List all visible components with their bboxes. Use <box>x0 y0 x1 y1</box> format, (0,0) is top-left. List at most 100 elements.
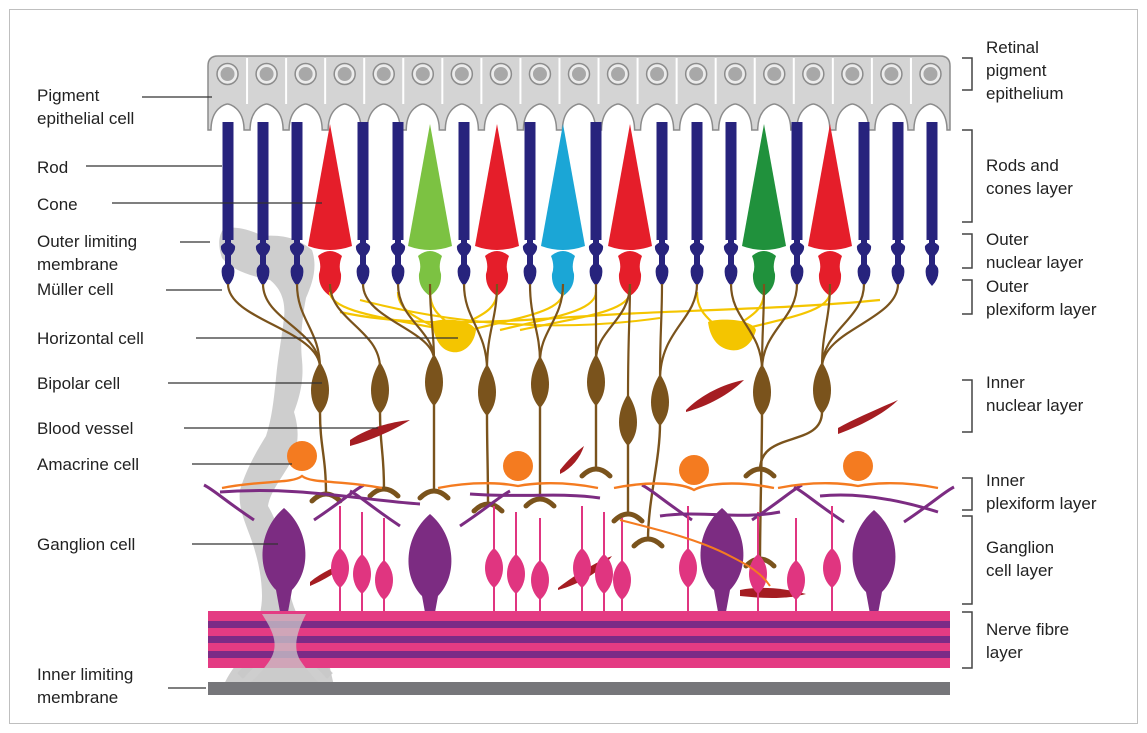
ganglion-small-body <box>353 554 371 594</box>
pigment-cell-nucleus <box>923 67 937 81</box>
label-nerve-fibre-layer: Nerve fibre layer <box>986 618 1069 664</box>
pigment-cell-nucleus <box>533 67 547 81</box>
label-horizontal-cell: Horizontal cell <box>37 327 144 350</box>
rod-outer-segment <box>591 122 602 240</box>
nerve-fibre-band <box>208 658 950 668</box>
bipolar-cell-terminal <box>370 489 398 496</box>
layer-bracket <box>962 380 972 432</box>
rod-outer-segment <box>258 122 269 240</box>
ganglion-cell-body <box>853 510 896 614</box>
amacrine-cell-process <box>438 483 598 488</box>
nerve-fibre-band <box>208 621 950 628</box>
rod-outer-segment <box>292 122 303 240</box>
pigment-cell-nucleus <box>572 67 586 81</box>
rod-stalk <box>395 240 401 280</box>
rod-outer-segment <box>358 122 369 240</box>
label-cone: Cone <box>37 193 78 216</box>
rod-stalk <box>728 240 734 280</box>
ganglion-small-body <box>531 560 549 600</box>
horizontal-cell-body <box>708 320 756 351</box>
ganglion-cells <box>204 485 954 618</box>
bipolar-cell-body <box>619 394 637 446</box>
bipolar-cell-terminal <box>614 514 642 521</box>
pigment-cell-nucleus <box>689 67 703 81</box>
bipolar-cell-terminal <box>582 469 610 476</box>
label-retinal-pigment-epithelium: Retinal pigment epithelium <box>986 36 1064 105</box>
layer-brackets <box>962 58 972 668</box>
amacrine-cell-body <box>503 451 533 481</box>
bipolar-cell-terminal <box>526 499 554 506</box>
bipolar-cell-body <box>311 362 329 414</box>
layer-bracket <box>962 58 972 90</box>
ganglion-small-body <box>595 554 613 594</box>
bipolar-cell-terminal <box>634 539 662 546</box>
rod-stalk <box>294 240 300 280</box>
pigment-cell-nucleus <box>806 67 820 81</box>
ganglion-small-body <box>679 548 697 588</box>
rod-stalk <box>929 240 935 280</box>
inner-limiting-membrane-bar <box>208 682 950 695</box>
rod-stalk <box>225 240 231 280</box>
blood-vessel-segment <box>560 446 584 474</box>
blood-vessel-segment <box>686 380 744 412</box>
bipolar-cell-body <box>813 362 831 414</box>
rod-outer-segment <box>893 122 904 240</box>
horizontal-cell-dendrite <box>740 292 830 330</box>
bipolar-cell-body <box>531 356 549 408</box>
pigment-cell-nucleus <box>377 67 391 81</box>
label-inner-limiting-membrane: Inner limiting membrane <box>37 663 133 709</box>
label-muller-cell: Müller cell <box>37 278 114 301</box>
bipolar-cell-body <box>753 364 771 416</box>
ganglion-small-body <box>331 548 349 588</box>
cone-outer-segment <box>475 124 519 250</box>
ganglion-small-body <box>507 554 525 594</box>
bipolar-cell-axon <box>380 412 384 490</box>
bipolar-cell-dendrite <box>762 284 797 370</box>
bipolar-cell-axon <box>648 424 660 540</box>
amacrine-cell-body <box>287 441 317 471</box>
nerve-fibre-band <box>208 636 950 643</box>
label-outer-nuclear-layer: Outer nuclear layer <box>986 228 1083 274</box>
rod-stalk <box>260 240 266 280</box>
label-ganglion-cell: Ganglion cell <box>37 533 135 556</box>
cone-outer-segment <box>742 124 786 250</box>
pigment-cell-nucleus <box>494 67 508 81</box>
cone-outer-segment <box>608 124 652 250</box>
pigment-cell-nucleus <box>260 67 274 81</box>
photoreceptors <box>221 122 939 296</box>
pigment-epithelium <box>208 56 950 130</box>
ganglion-small-body <box>613 560 631 600</box>
label-inner-plexiform-layer: Inner plexiform layer <box>986 469 1097 515</box>
rod-stalk <box>527 240 533 280</box>
label-blood-vessel: Blood vessel <box>37 417 133 440</box>
cone-outer-segment <box>308 124 352 250</box>
label-outer-plexiform-layer: Outer plexiform layer <box>986 275 1097 321</box>
bipolar-cell-axon <box>487 414 488 505</box>
bipolar-cell-body <box>478 364 496 416</box>
ganglion-small-body <box>485 548 503 588</box>
layer-bracket <box>962 478 972 510</box>
pigment-cell-nucleus <box>221 67 235 81</box>
rod-outer-segment <box>525 122 536 240</box>
pigment-cell-nucleus <box>299 67 313 81</box>
label-ganglion-cell-layer: Ganglion cell layer <box>986 536 1054 582</box>
label-outer-limiting-membrane: Outer limiting membrane <box>37 230 137 276</box>
ganglion-cell-body <box>409 514 452 618</box>
nerve-fibre-band <box>208 628 950 636</box>
horizontal-cells <box>330 292 880 352</box>
rod-outer-segment <box>692 122 703 240</box>
rod-outer-segment <box>393 122 404 240</box>
rod-outer-segment <box>657 122 668 240</box>
nerve-fibre-band <box>208 611 950 621</box>
rod-stalk <box>895 240 901 280</box>
cone-outer-segment <box>808 124 852 250</box>
bipolar-cell-body <box>371 362 389 414</box>
rod-stalk <box>360 240 366 280</box>
label-pigment-epithelial-cell: Pigment epithelial cell <box>37 84 134 130</box>
pigment-cell-nucleus <box>416 67 430 81</box>
rod-stalk <box>659 240 665 280</box>
bipolar-cell-terminal <box>420 491 448 498</box>
rod-stalk <box>694 240 700 280</box>
pigment-cell-nucleus <box>845 67 859 81</box>
